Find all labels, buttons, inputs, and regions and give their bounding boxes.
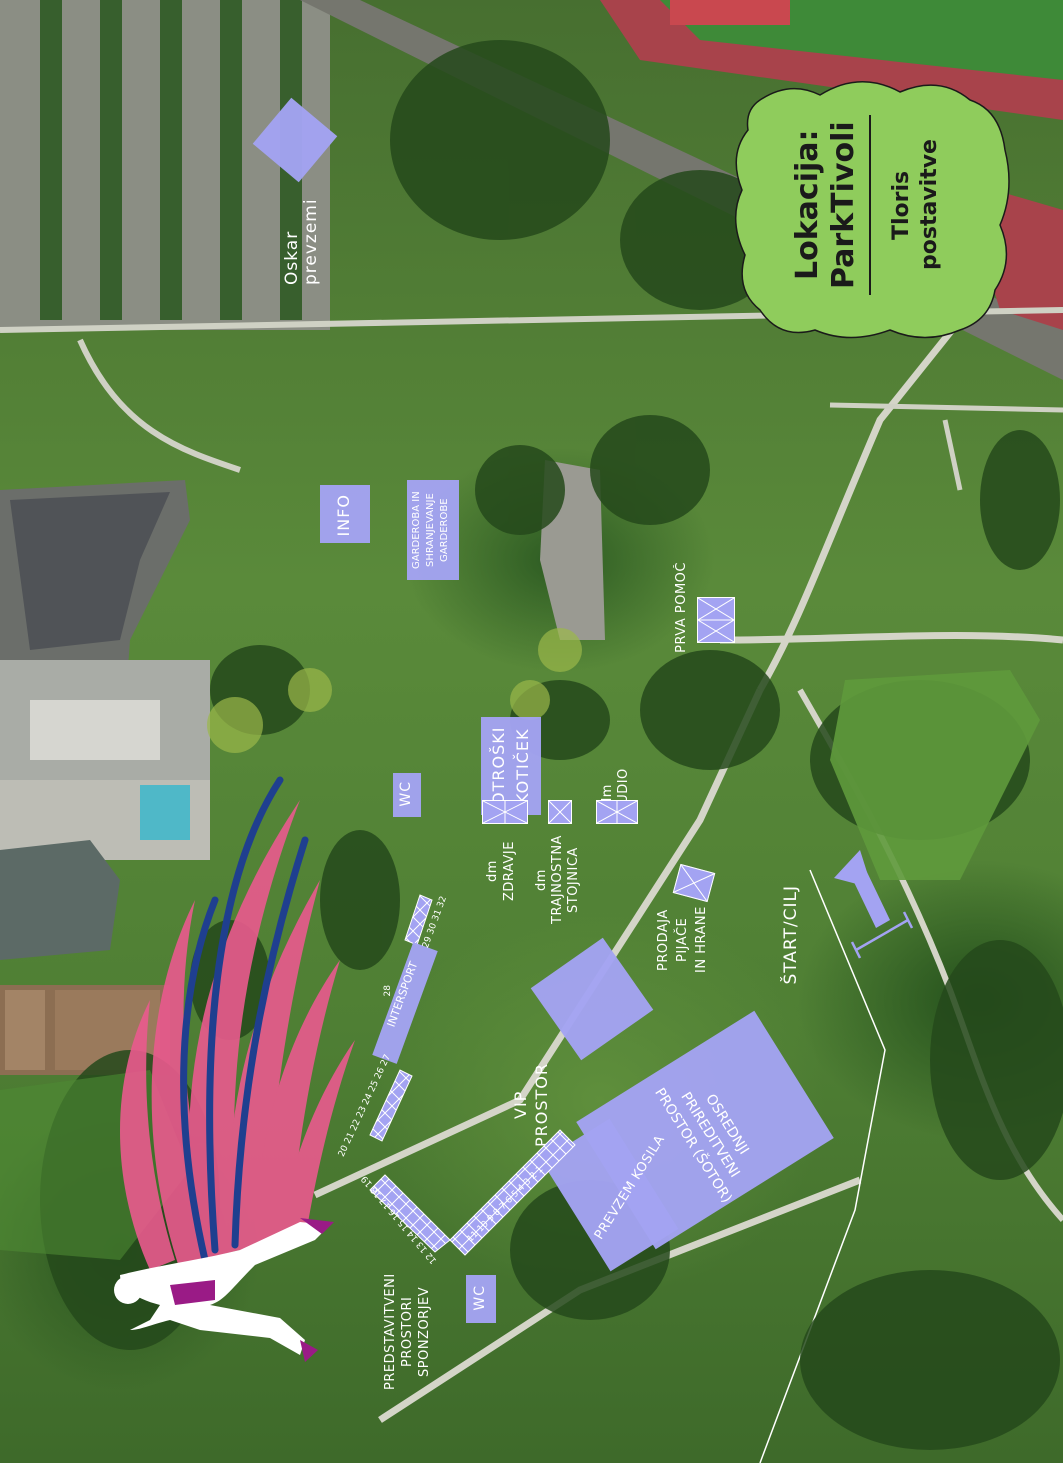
sponzorji-label: PREDSTAVITVENI PROSTORI SPONZORJEV bbox=[382, 1262, 433, 1402]
cross-box-icon bbox=[698, 598, 734, 642]
cross-box-icon bbox=[549, 801, 571, 823]
cross-box-icon bbox=[483, 801, 527, 823]
num-28: 28 bbox=[383, 985, 393, 997]
pool bbox=[140, 785, 190, 840]
stands-1-11[interactable] bbox=[449, 1129, 576, 1256]
cross-box-icon bbox=[597, 801, 637, 823]
stands-12-19[interactable] bbox=[369, 1174, 451, 1253]
garderoba-zone[interactable] bbox=[407, 480, 459, 580]
stands-20-27[interactable] bbox=[369, 1069, 413, 1142]
sponzorji-line2: PROSTORI bbox=[400, 1296, 415, 1368]
dm-studio-box[interactable] bbox=[596, 800, 638, 824]
arrow-up-icon bbox=[834, 850, 890, 928]
prodaja-box[interactable] bbox=[672, 863, 716, 903]
sponzorji-line1: PREDSTAVITVENI bbox=[383, 1273, 398, 1391]
wc-bottom-zone[interactable] bbox=[466, 1275, 496, 1323]
wc-top-zone[interactable] bbox=[393, 773, 421, 817]
dm-zdravje-box[interactable] bbox=[482, 800, 528, 824]
dm-stojnica-box[interactable] bbox=[548, 800, 572, 824]
info-zone[interactable] bbox=[320, 485, 370, 543]
cross-box-icon bbox=[673, 865, 715, 901]
otroski-kotice-zone[interactable] bbox=[481, 717, 541, 815]
prva-pomoc-box[interactable] bbox=[697, 597, 735, 643]
sponzorji-line3: SPONZORJEV bbox=[417, 1286, 432, 1378]
runner-figure bbox=[114, 1218, 334, 1362]
